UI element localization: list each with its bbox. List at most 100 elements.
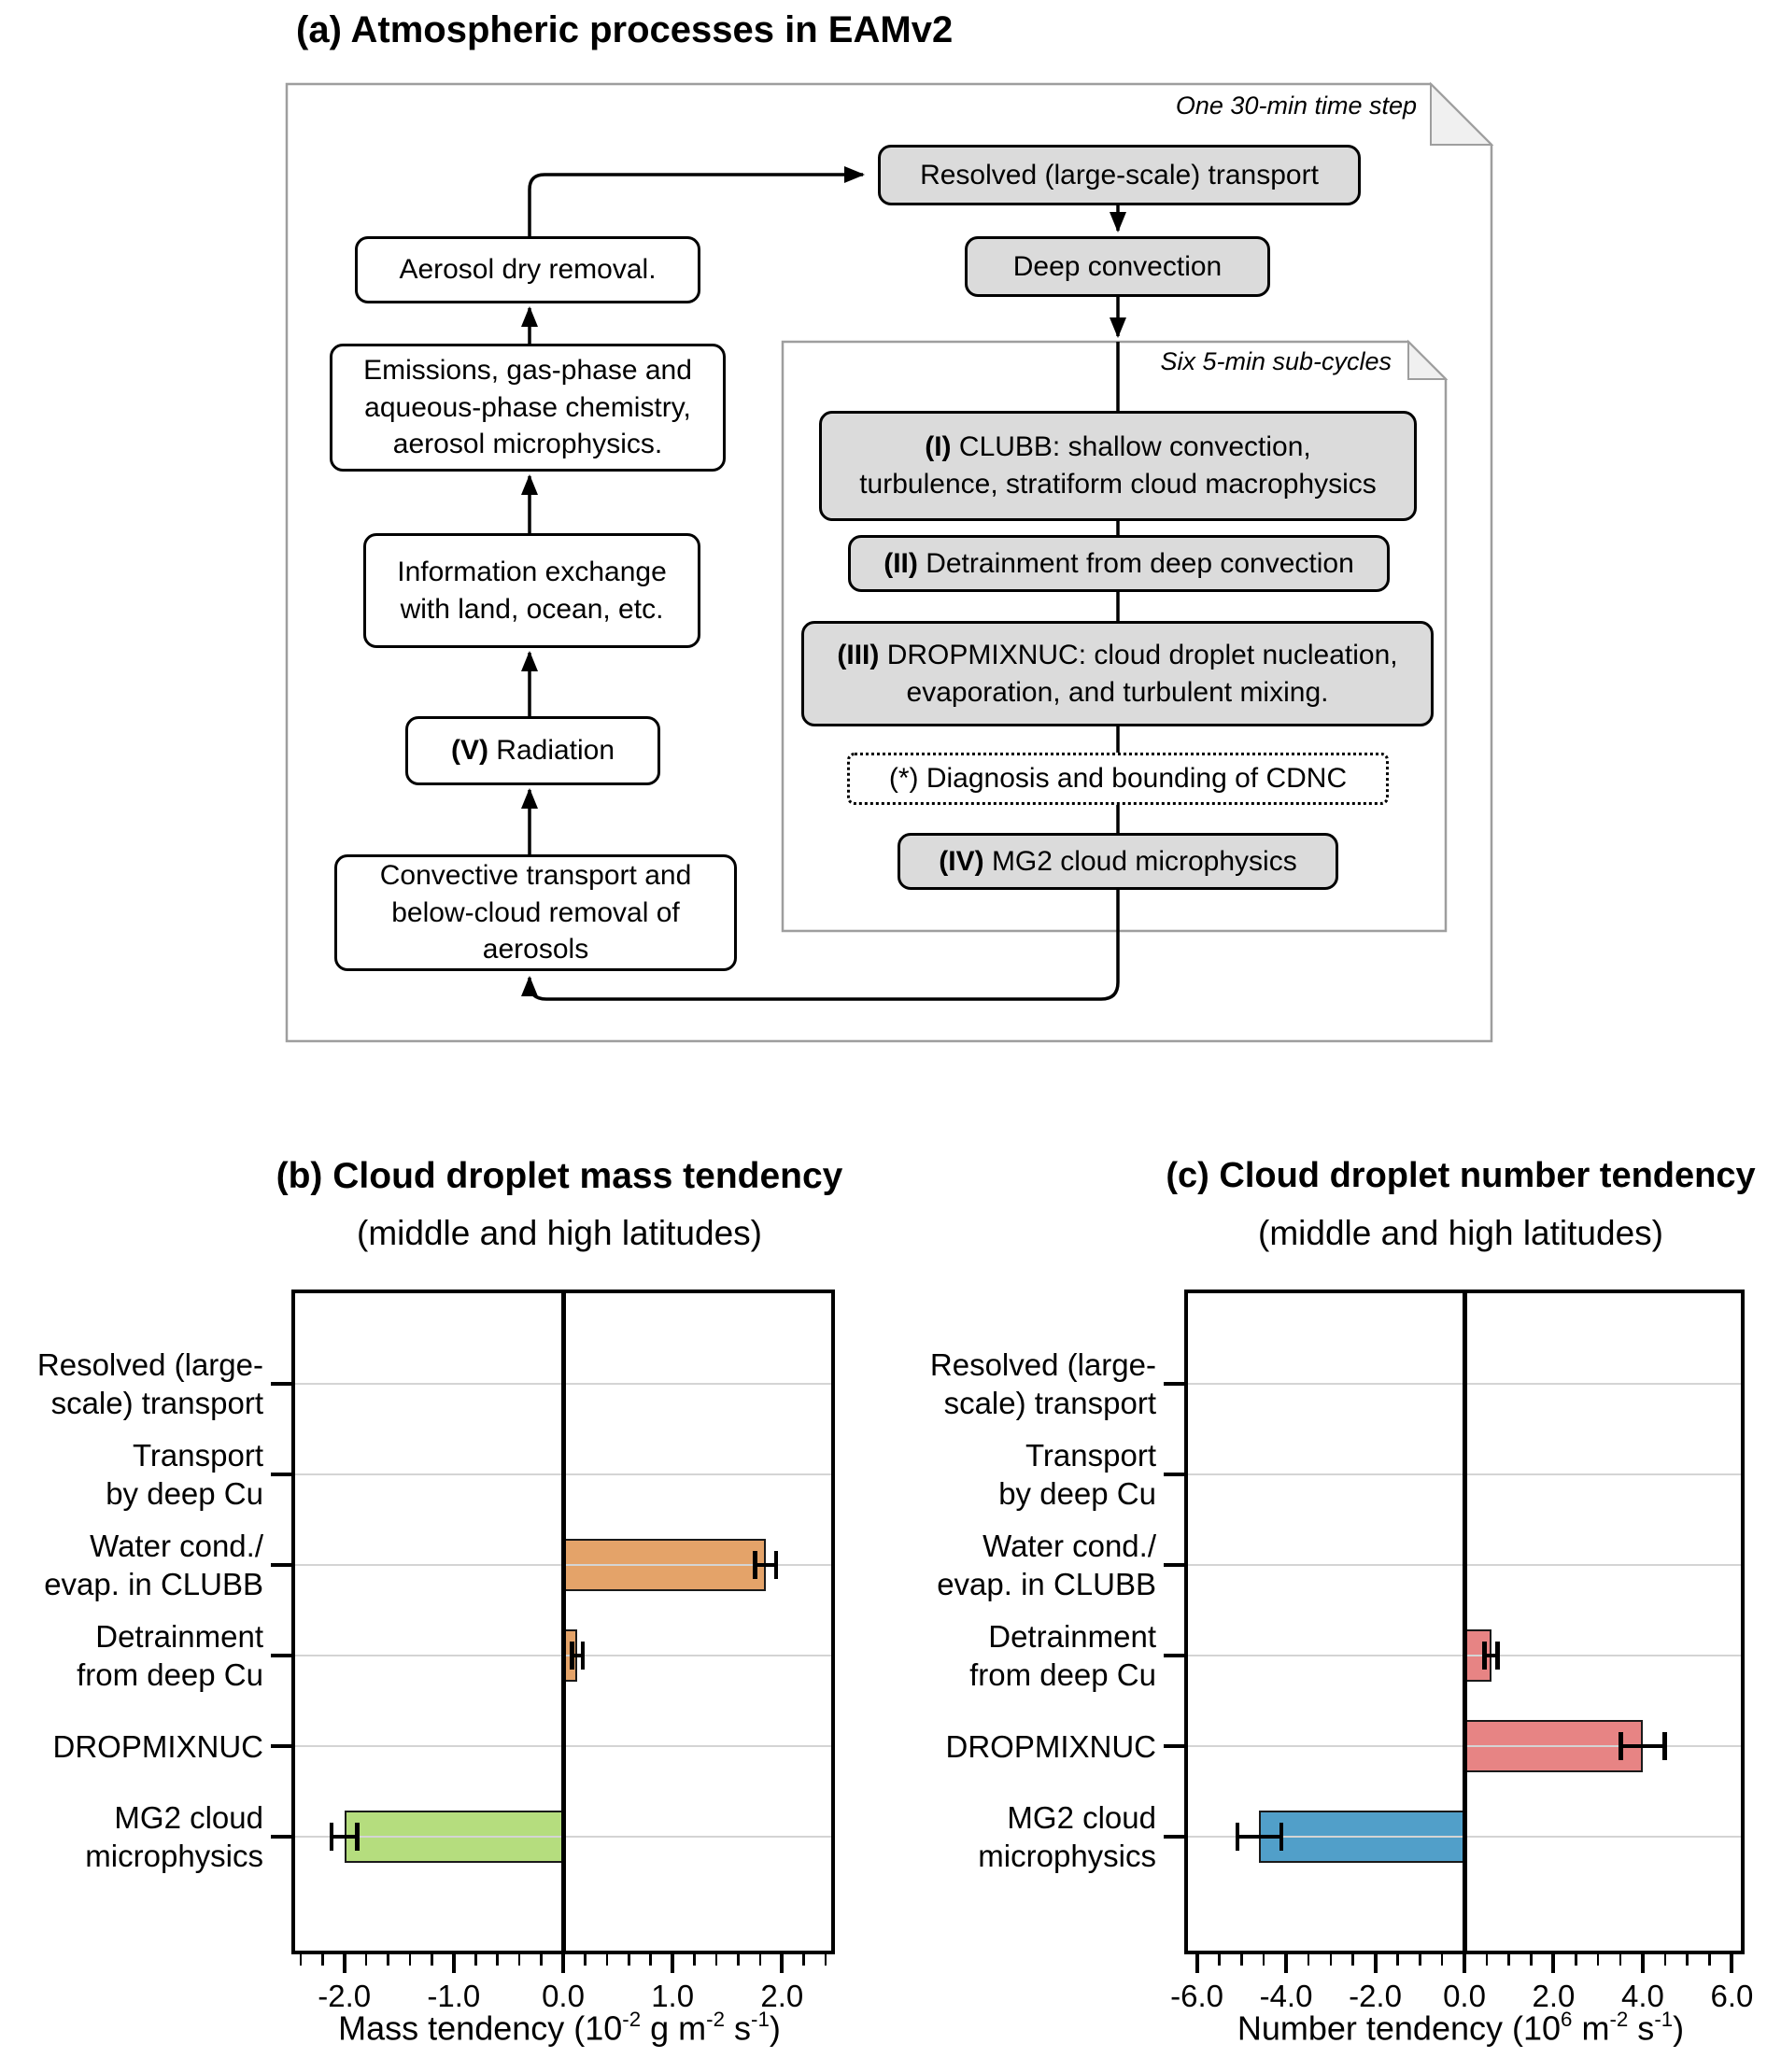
flow-box-aerosol-dry-removal: Aerosol dry removal. xyxy=(355,236,700,303)
flow-box-deep-convection: Deep convection xyxy=(965,236,1270,297)
x-major-tick-3 xyxy=(1463,1954,1466,1973)
category-label-4: DROPMIXNUC xyxy=(52,1728,263,1764)
x-minor-tick xyxy=(299,1954,303,1966)
arrow-aerosol-to-resolved xyxy=(528,166,865,236)
x-major-tick-5 xyxy=(1640,1954,1645,1973)
y-axis-tick-1 xyxy=(271,1473,291,1476)
zero-line xyxy=(1462,1293,1467,1951)
x-minor-tick xyxy=(1240,1954,1243,1966)
x-minor-tick xyxy=(474,1954,477,1966)
x-minor-tick xyxy=(364,1954,368,1966)
x-minor-tick xyxy=(824,1954,827,1966)
category-label-4: DROPMIXNUC xyxy=(945,1728,1156,1764)
y-axis-tick-2 xyxy=(271,1563,291,1567)
x-minor-tick xyxy=(1419,1954,1421,1966)
flow-box-resolved-transport: Resolved (large-scale) transport xyxy=(878,145,1361,205)
flow-box-mg2-microphysics: (IV) MG2 cloud microphysics xyxy=(898,833,1338,890)
x-tick-label-1: -4.0 xyxy=(1259,1979,1313,2013)
outer-page-note: One 30-min time step xyxy=(1175,92,1417,120)
x-tick-label-2: 0.0 xyxy=(542,1979,585,2013)
y-axis-tick-3 xyxy=(1164,1654,1184,1657)
error-bar-cap-low-5 xyxy=(329,1823,334,1851)
x-minor-tick xyxy=(605,1954,609,1966)
x-minor-tick xyxy=(584,1954,587,1966)
x-minor-tick xyxy=(431,1954,433,1966)
x-minor-tick xyxy=(1262,1954,1265,1966)
chart-c-subtitle: (middle and high latitudes) xyxy=(1258,1214,1663,1252)
category-label-2: Water cond./evap. in CLUBB xyxy=(44,1529,263,1601)
y-axis-tick-0 xyxy=(1164,1382,1184,1386)
zero-line xyxy=(560,1293,566,1951)
y-axis-tick-5 xyxy=(1164,1835,1184,1839)
x-major-tick-1 xyxy=(451,1954,456,1973)
x-minor-tick xyxy=(1485,1954,1489,1966)
x-major-tick-0 xyxy=(342,1954,346,1973)
x-minor-tick xyxy=(1619,1954,1622,1966)
y-axis-tick-3 xyxy=(271,1654,291,1657)
y-axis-tick-4 xyxy=(1164,1744,1184,1748)
x-tick-label-4: 2.0 xyxy=(1532,1979,1576,2013)
y-axis-tick-1 xyxy=(1164,1473,1184,1476)
x-major-tick-4 xyxy=(780,1954,785,1973)
x-minor-tick xyxy=(802,1954,805,1966)
flow-box-detrainment: (II) Detrainment from deep convection xyxy=(848,535,1390,592)
inner-page-note: Six 5-min sub-cycles xyxy=(1160,347,1392,375)
x-major-tick-0 xyxy=(1194,1954,1199,1973)
chart-b-title: (b) Cloud droplet mass tendency xyxy=(276,1156,843,1196)
category-label-0: Resolved (large-scale) transport xyxy=(36,1347,263,1420)
error-bar-cap-low-2 xyxy=(753,1551,757,1579)
x-minor-tick xyxy=(758,1954,762,1966)
x-minor-tick xyxy=(1686,1954,1689,1966)
error-bar-5 xyxy=(1237,1835,1282,1839)
x-minor-tick xyxy=(1351,1954,1354,1966)
error-bar-3 xyxy=(1484,1654,1498,1657)
chart-b-subtitle: (middle and high latitudes) xyxy=(357,1214,762,1252)
y-axis-tick-4 xyxy=(271,1744,291,1748)
error-bar-cap-low-5 xyxy=(1235,1823,1240,1851)
error-bar-4 xyxy=(1620,1744,1665,1748)
x-tick-label-0: -6.0 xyxy=(1170,1979,1223,2013)
x-tick-label-5: 4.0 xyxy=(1621,1979,1664,2013)
x-minor-tick xyxy=(408,1954,412,1966)
error-bar-cap-high-3 xyxy=(1495,1642,1500,1670)
x-minor-tick xyxy=(1507,1954,1510,1966)
error-bar-cap-high-2 xyxy=(773,1551,779,1579)
x-minor-tick xyxy=(496,1954,499,1966)
x-minor-tick xyxy=(1307,1954,1310,1966)
error-bar-cap-low-3 xyxy=(1482,1642,1487,1670)
x-minor-tick xyxy=(1396,1954,1399,1966)
y-axis-tick-0 xyxy=(271,1382,291,1386)
category-label-2: Water cond./evap. in CLUBB xyxy=(937,1529,1156,1601)
x-minor-tick xyxy=(517,1954,521,1966)
x-major-tick-6 xyxy=(1730,1954,1734,1973)
x-minor-tick xyxy=(1530,1954,1533,1966)
x-minor-tick xyxy=(1575,1954,1577,1966)
x-minor-tick xyxy=(540,1954,543,1966)
y-axis-tick-2 xyxy=(1164,1563,1184,1567)
x-minor-tick xyxy=(714,1954,718,1966)
error-bar-cap-high-5 xyxy=(355,1823,360,1851)
flow-box-cdnc-diagnosis: (*) Diagnosis and bounding of CDNC xyxy=(847,753,1389,805)
x-minor-tick xyxy=(1329,1954,1333,1966)
x-minor-tick xyxy=(1663,1954,1667,1966)
category-label-0: Resolved (large-scale) transport xyxy=(929,1347,1156,1420)
error-bar-3 xyxy=(572,1654,584,1657)
x-minor-tick xyxy=(693,1954,696,1966)
x-minor-tick xyxy=(628,1954,630,1966)
x-minor-tick xyxy=(737,1954,740,1966)
x-tick-label-2: -2.0 xyxy=(1349,1979,1402,2013)
flow-box-radiation: (V) Radiation xyxy=(405,716,660,785)
x-tick-label-6: 6.0 xyxy=(1710,1979,1754,2013)
x-tick-label-3: 1.0 xyxy=(651,1979,695,2013)
chart-c-title: (c) Cloud droplet number tendency xyxy=(1166,1156,1756,1195)
chart-c-xaxis-label: Number tendency (106 m-2 s-1) xyxy=(1237,2008,1685,2048)
x-tick-label-3: 0.0 xyxy=(1443,1979,1486,2013)
